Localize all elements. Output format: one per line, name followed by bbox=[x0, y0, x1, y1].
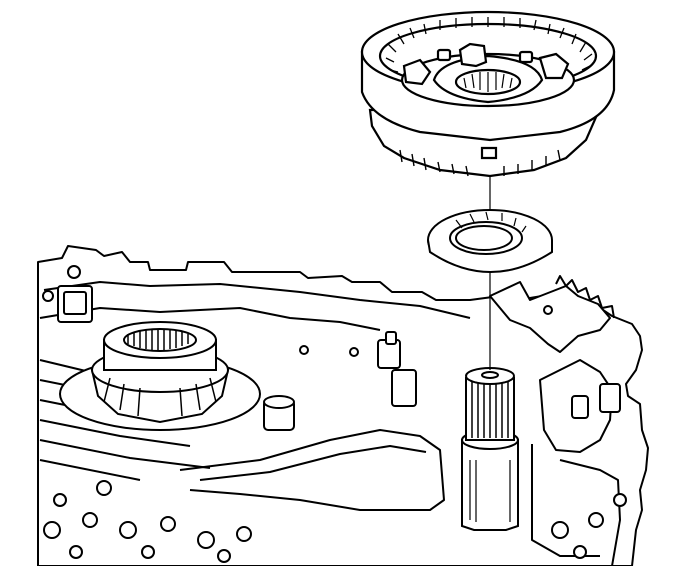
case-boss bbox=[64, 292, 86, 314]
case-bolt-hole bbox=[142, 546, 154, 558]
planet-pinion bbox=[404, 60, 430, 84]
hub-ribs bbox=[104, 378, 216, 416]
case-right-wall bbox=[560, 460, 620, 566]
case-bracket bbox=[490, 282, 610, 352]
case-peg bbox=[386, 332, 396, 344]
carrier-window bbox=[520, 52, 532, 62]
carrier-bore-splines bbox=[464, 72, 512, 92]
case-peg bbox=[392, 370, 416, 406]
case-bolt-hole bbox=[589, 513, 603, 527]
case-bolt-hole bbox=[70, 546, 82, 558]
case-bolt-hole bbox=[350, 348, 358, 356]
case-bolt-hole bbox=[43, 291, 53, 301]
case-bolt-hole bbox=[161, 517, 175, 531]
case-bracket-teeth bbox=[556, 276, 614, 318]
shaft-shading bbox=[470, 460, 510, 522]
case-channel-inner bbox=[200, 446, 426, 480]
bearing-bore bbox=[456, 226, 512, 250]
case-rim-line-lower bbox=[40, 308, 380, 330]
case-bolt-hole bbox=[300, 346, 308, 354]
case-peg-top bbox=[264, 396, 294, 408]
case-rim-line bbox=[44, 282, 470, 318]
case-bolt-hole bbox=[44, 522, 60, 538]
case-peg bbox=[572, 396, 588, 418]
case-bolt-hole bbox=[120, 522, 136, 538]
output-shaft bbox=[462, 368, 518, 530]
carrier-tab bbox=[482, 148, 496, 158]
case-peg bbox=[600, 384, 620, 412]
sun-gear-hub bbox=[60, 322, 260, 430]
case-channel bbox=[180, 430, 444, 510]
case-bolt-hole bbox=[54, 494, 66, 506]
case-bolt-hole bbox=[198, 532, 214, 548]
case-bolt-hole bbox=[218, 550, 230, 562]
planet-pinion bbox=[460, 44, 486, 66]
thrust-bearing bbox=[428, 210, 552, 272]
shaft-spline-lines bbox=[472, 380, 508, 438]
case-bolt-hole bbox=[574, 546, 586, 558]
carrier-window bbox=[438, 50, 450, 60]
planetary-ring-gear-assembly bbox=[362, 12, 614, 176]
case-bolt-hole bbox=[544, 306, 552, 314]
bearing-rollers bbox=[456, 212, 526, 232]
hub-bore bbox=[124, 329, 196, 351]
case-bolt-hole bbox=[97, 481, 111, 495]
case-bolt-hole bbox=[83, 513, 97, 527]
ring-gear-skirt-teeth bbox=[400, 150, 560, 176]
shaft-bore bbox=[482, 372, 498, 378]
case-bolt-hole bbox=[614, 494, 626, 506]
case-bolt-hole bbox=[68, 266, 80, 278]
hub-splines bbox=[128, 330, 188, 350]
case-bolt-hole bbox=[552, 522, 568, 538]
ring-gear-internal-teeth bbox=[386, 17, 592, 72]
case-bolt-hole bbox=[237, 527, 251, 541]
planet-pinion bbox=[540, 54, 568, 78]
